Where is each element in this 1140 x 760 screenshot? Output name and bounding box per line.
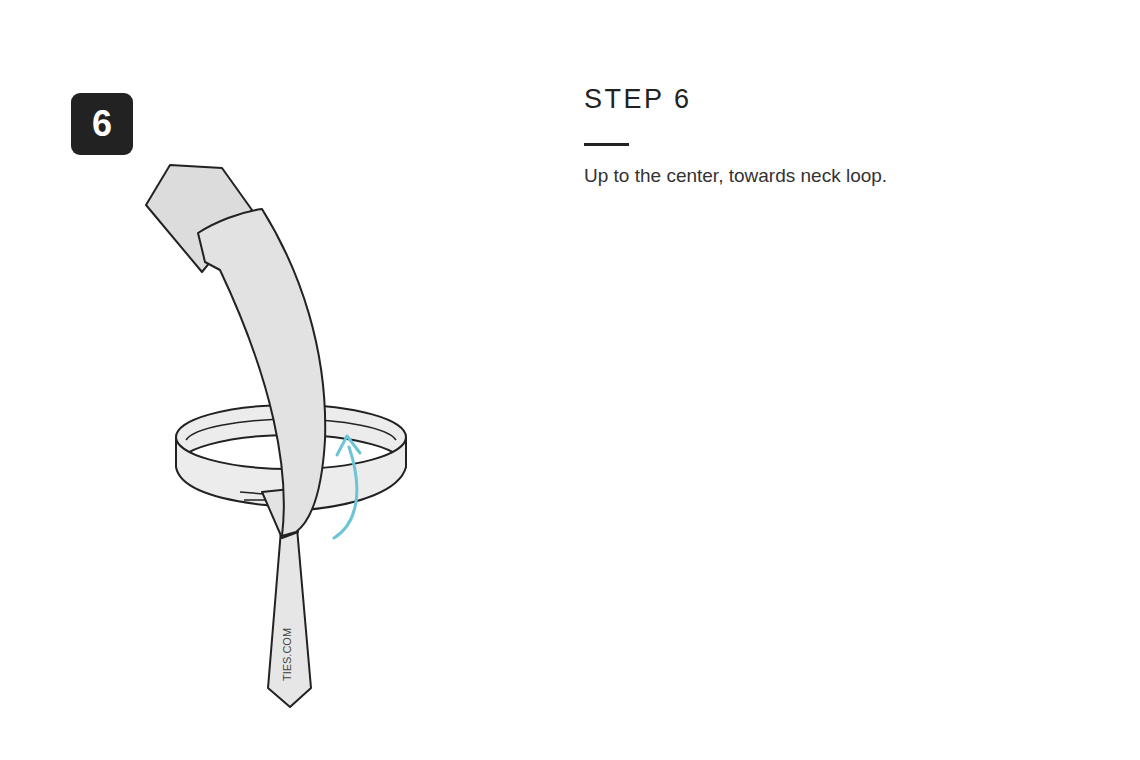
step-heading: STEP 6 xyxy=(584,84,692,115)
knot-folds xyxy=(240,492,266,500)
arrow-head xyxy=(337,436,360,455)
step-number: 6 xyxy=(92,106,112,142)
tie-tail xyxy=(268,528,311,707)
heading-rule xyxy=(584,143,629,146)
step-badge: 6 xyxy=(71,93,133,155)
step-instruction: Up to the center, towards neck loop. xyxy=(584,165,887,187)
watermark: TIES.COM xyxy=(282,627,293,680)
motion-arrow xyxy=(334,447,357,538)
tie-blade xyxy=(198,209,325,536)
